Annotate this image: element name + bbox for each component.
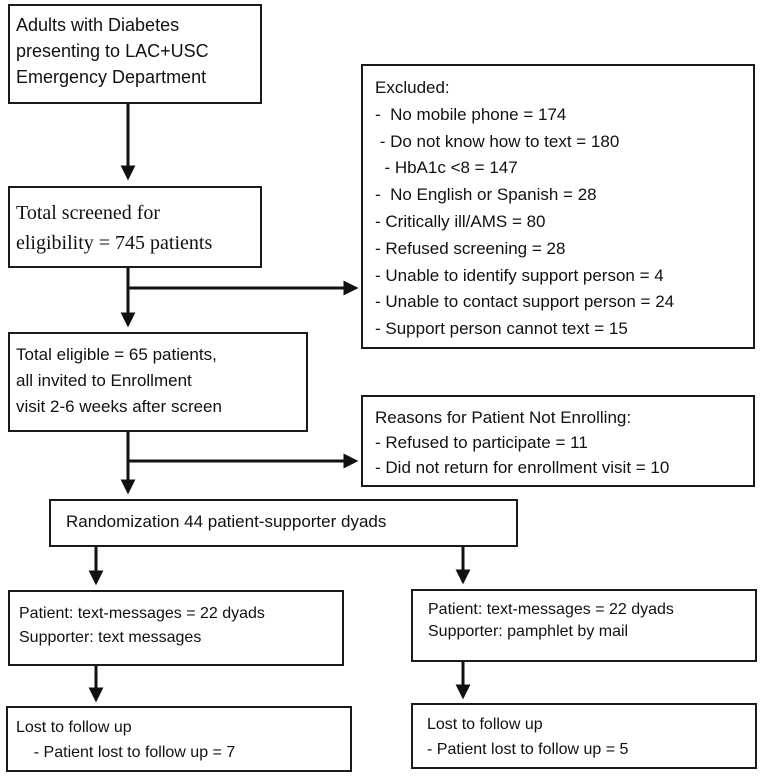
left-arm-supporter: Supporter: text messages: [19, 629, 202, 646]
left-lost-box: Lost to follow up - Patient lost to foll…: [6, 706, 352, 772]
right-lost-heading: Lost to follow up: [427, 716, 543, 733]
right-lost-item: - Patient lost to follow up = 5: [427, 741, 629, 758]
not-enrolling-item: - Refused to participate = 11: [375, 433, 588, 452]
eligible-line-1: Total eligible = 65 patients,: [16, 345, 217, 364]
left-lost-item: - Patient lost to follow up = 7: [16, 744, 236, 761]
right-arm-supporter: Supporter: pamphlet by mail: [428, 623, 629, 640]
excluded-item: - HbA1c <8 = 147: [375, 158, 518, 178]
eligible-box: Total eligible = 65 patients, all invite…: [8, 332, 308, 432]
excluded-item: - Unable to contact support person = 24: [375, 292, 675, 312]
excluded-item: - Refused screening = 28: [375, 238, 566, 258]
excluded-item: - No mobile phone = 174: [375, 104, 567, 124]
screened-line-1: Total screened for: [16, 202, 161, 224]
population-line-2: presenting to LAC+USC: [16, 41, 209, 61]
right-arm-patient: Patient: text-messages = 22 dyads: [428, 601, 674, 618]
population-line-3: Emergency Department: [16, 67, 207, 87]
randomization-label: Randomization 44 patient-supporter dyads: [66, 512, 387, 531]
population-line-1: Adults with Diabetes: [16, 15, 180, 35]
right-lost-box: Lost to follow up - Patient lost to foll…: [411, 703, 757, 769]
not-enrolling-box: Reasons for Patient Not Enrolling: - Ref…: [361, 395, 755, 487]
screened-line-2: eligibility = 745 patients: [16, 232, 213, 254]
excluded-item: - No English or Spanish = 28: [375, 185, 597, 205]
not-enrolling-heading: Reasons for Patient Not Enrolling:: [375, 408, 632, 427]
population-box: Adults with Diabetes presenting to LAC+U…: [8, 4, 262, 104]
right-arm-box: Patient: text-messages = 22 dyads Suppor…: [411, 589, 757, 662]
excluded-item: - Support person cannot text = 15: [375, 319, 628, 339]
eligible-line-2: all invited to Enrollment: [16, 371, 192, 390]
excluded-item: - Do not know how to text = 180: [375, 131, 620, 151]
randomization-box: Randomization 44 patient-supporter dyads: [49, 499, 518, 547]
not-enrolling-item: - Did not return for enrollment visit = …: [375, 458, 670, 477]
excluded-heading: Excluded:: [375, 78, 450, 97]
excluded-item: - Critically ill/AMS = 80: [375, 211, 546, 231]
left-arm-box: Patient: text-messages = 22 dyads Suppor…: [8, 590, 344, 666]
excluded-item: - Unable to identify support person = 4: [375, 265, 664, 285]
excluded-box: Excluded: - No mobile phone = 174 - Do n…: [361, 64, 755, 349]
left-arm-patient: Patient: text-messages = 22 dyads: [19, 605, 265, 622]
screened-box: Total screened for eligibility = 745 pat…: [8, 186, 262, 268]
eligible-line-3: visit 2-6 weeks after screen: [16, 397, 222, 416]
left-lost-heading: Lost to follow up: [16, 719, 132, 736]
